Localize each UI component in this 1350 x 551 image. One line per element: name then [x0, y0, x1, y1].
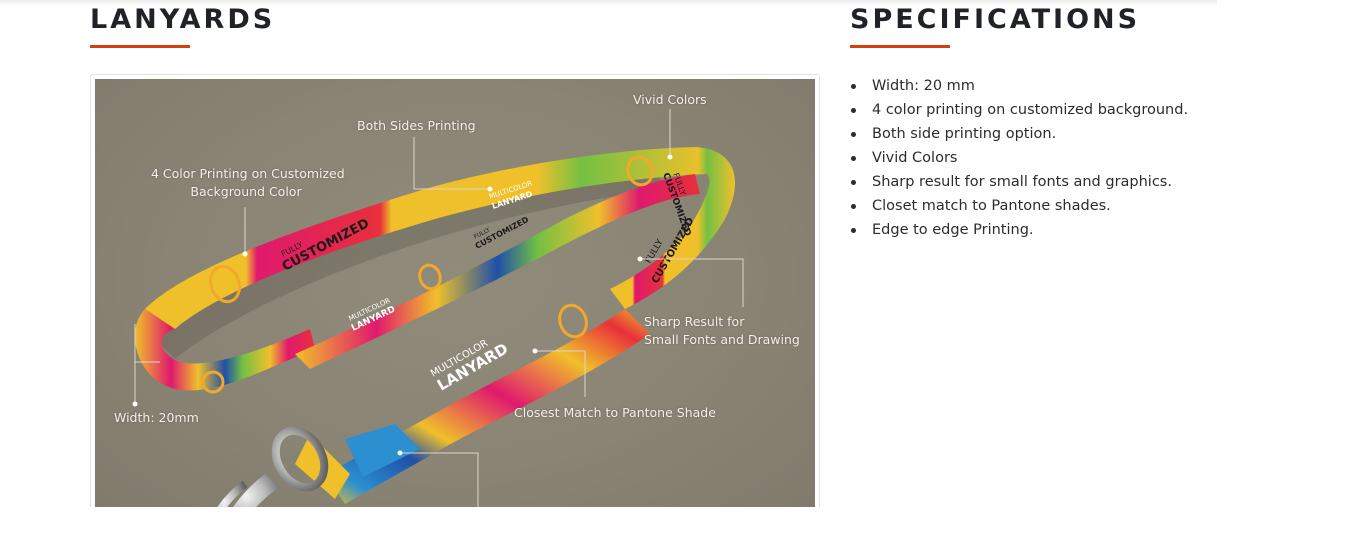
callout-sharp-result: Sharp Result for Small Fonts and Drawing — [644, 313, 800, 349]
bullet-icon — [851, 180, 856, 185]
bullet-icon — [851, 108, 856, 113]
bullet-icon — [851, 84, 856, 89]
callout-width: Width: 20mm — [114, 410, 199, 425]
lanyard-illustration: FULLY CUSTOMIZED FULLY CUSTOMIZED FULLY … — [132, 109, 744, 507]
specifications-list: Width: 20 mm 4 color printing on customi… — [850, 74, 1188, 242]
callout-pantone-match: Closest Match to Pantone Shade — [514, 405, 716, 420]
callout-four-color-line2: Background Color — [190, 184, 302, 199]
spec-item: Vivid Colors — [850, 146, 1188, 170]
callout-sharp-line1: Sharp Result for — [644, 314, 745, 329]
specifications-heading-underline — [850, 45, 950, 48]
bullet-icon — [851, 204, 856, 209]
callout-both-sides-printing: Both Sides Printing — [357, 118, 476, 133]
spec-item: 4 color printing on customized backgroun… — [850, 98, 1188, 122]
spec-item: Sharp result for small fonts and graphic… — [850, 170, 1188, 194]
spec-item: Width: 20 mm — [850, 74, 1188, 98]
specifications-heading: SPECIFICATIONS — [850, 4, 1141, 35]
spec-item: Both side printing option. — [850, 122, 1188, 146]
header-shadow — [0, 0, 1217, 6]
image-clip-region: FULLY CUSTOMIZED FULLY CUSTOMIZED FULLY … — [90, 74, 820, 507]
spec-item: Closet match to Pantone shades. — [850, 194, 1188, 218]
bullet-icon — [851, 156, 856, 161]
callout-vivid-colors: Vivid Colors — [633, 92, 707, 107]
lanyards-heading: LANYARDS — [90, 4, 276, 35]
callout-four-color-printing: 4 Color Printing on Customized Backgroun… — [151, 165, 345, 201]
callout-four-color-line1: 4 Color Printing on Customized — [151, 166, 345, 181]
callout-sharp-line2: Small Fonts and Drawing — [644, 332, 800, 347]
spec-item: Edge to edge Printing. — [850, 218, 1188, 242]
bullet-icon — [851, 228, 856, 233]
lanyards-heading-underline — [90, 45, 190, 48]
bullet-icon — [851, 132, 856, 137]
lanyard-product-image: FULLY CUSTOMIZED FULLY CUSTOMIZED FULLY … — [95, 79, 815, 507]
